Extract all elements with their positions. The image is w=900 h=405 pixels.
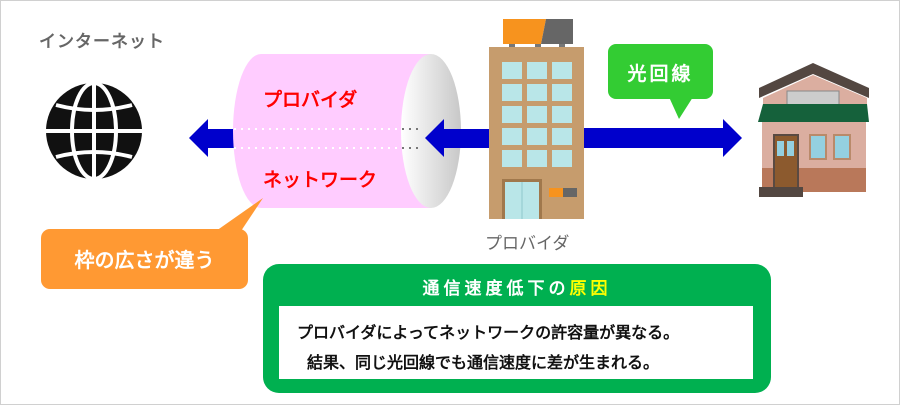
building-window	[527, 150, 547, 167]
building-window	[502, 150, 522, 167]
building-window	[527, 84, 547, 101]
arrow-building-to-house	[581, 119, 742, 157]
building-window	[552, 150, 572, 167]
cause-title-highlight: 原因	[569, 279, 612, 299]
building-window	[527, 106, 547, 123]
cause-box-title: 通信速度低下の原因	[263, 274, 771, 299]
building-label: プロバイダ	[485, 234, 570, 254]
building-window	[552, 128, 572, 145]
width-callout-text: 枠の広さが違う	[74, 248, 215, 272]
building-window	[527, 62, 547, 79]
line-callout-text: 光回線	[627, 63, 694, 85]
cause-box-frame	[263, 264, 771, 393]
pipe-top-label: プロバイダ	[263, 89, 358, 111]
building-window	[527, 128, 547, 145]
building-window	[552, 106, 572, 123]
globe-icon	[46, 81, 142, 181]
building-window	[552, 84, 572, 101]
building-window	[502, 84, 522, 101]
house-icon	[758, 63, 869, 197]
cause-line-1: プロバイダによってネットワークの許容量が異なる。	[297, 323, 680, 342]
arrow-left-to-internet	[189, 119, 241, 157]
width-callout-bubble	[41, 198, 263, 289]
building-icon	[489, 19, 584, 219]
provider-network-pipe	[233, 54, 461, 208]
cause-line-2: 結果、同じ光回線でも通信速度に差が生まれる。	[307, 353, 660, 372]
internet-label: インターネット	[39, 32, 165, 52]
building-window	[502, 128, 522, 145]
line-callout-bubble	[608, 44, 713, 119]
pipe-bottom-label: ネットワーク	[263, 169, 378, 191]
building-window	[502, 62, 522, 79]
arrow-building-to-pipe	[425, 119, 496, 157]
building-window	[552, 62, 572, 79]
cause-title-prefix: 通信速度低下の	[422, 279, 570, 299]
building-window	[502, 106, 522, 123]
